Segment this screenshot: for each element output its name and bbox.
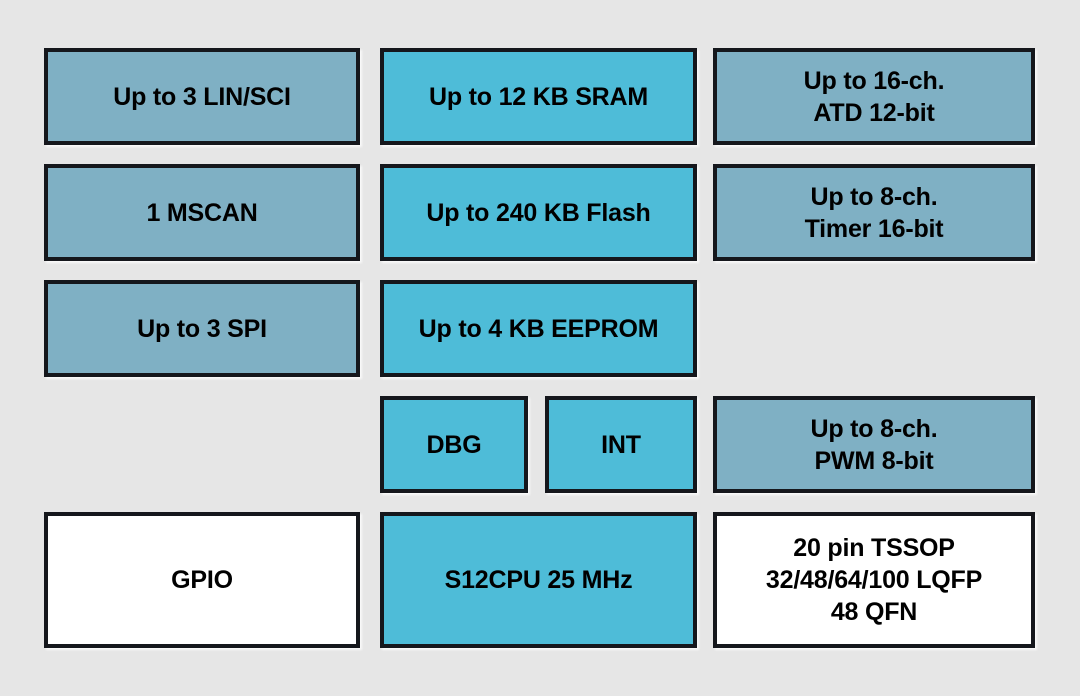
block-flash: Up to 240 KB Flash — [380, 164, 697, 261]
block-dbg-label: DBG — [426, 430, 482, 459]
block-spi-label: Up to 3 SPI — [137, 314, 267, 343]
block-int: INT — [545, 396, 697, 493]
block-eeprom-label: Up to 4 KB EEPROM — [418, 314, 659, 343]
block-flash-label: Up to 240 KB Flash — [426, 198, 651, 227]
block-packages: 20 pin TSSOP 32/48/64/100 LQFP 48 QFN — [713, 512, 1035, 648]
block-s12cpu: S12CPU 25 MHz — [380, 512, 697, 648]
block-gpio-label: GPIO — [171, 566, 233, 594]
block-pwm-label: Up to 8-ch. PWM 8-bit — [810, 414, 938, 475]
block-timer: Up to 8-ch. Timer 16-bit — [713, 164, 1035, 261]
block-packages-label: 20 pin TSSOP 32/48/64/100 LQFP 48 QFN — [765, 534, 983, 626]
block-gpio: GPIO — [44, 512, 360, 648]
block-atd: Up to 16-ch. ATD 12-bit — [713, 48, 1035, 145]
block-sram-label: Up to 12 KB SRAM — [428, 82, 649, 111]
block-pwm: Up to 8-ch. PWM 8-bit — [713, 396, 1035, 493]
block-dbg: DBG — [380, 396, 528, 493]
block-spi: Up to 3 SPI — [44, 280, 360, 377]
block-lin-sci-label: Up to 3 LIN/SCI — [113, 82, 291, 111]
block-atd-label: Up to 16-ch. ATD 12-bit — [803, 66, 945, 127]
block-sram: Up to 12 KB SRAM — [380, 48, 697, 145]
block-lin-sci: Up to 3 LIN/SCI — [44, 48, 360, 145]
block-mscan-label: 1 MSCAN — [146, 198, 258, 227]
block-timer-label: Up to 8-ch. Timer 16-bit — [804, 182, 944, 243]
block-int-label: INT — [601, 430, 641, 459]
block-eeprom: Up to 4 KB EEPROM — [380, 280, 697, 377]
block-mscan: 1 MSCAN — [44, 164, 360, 261]
block-s12cpu-label: S12CPU 25 MHz — [444, 566, 633, 594]
